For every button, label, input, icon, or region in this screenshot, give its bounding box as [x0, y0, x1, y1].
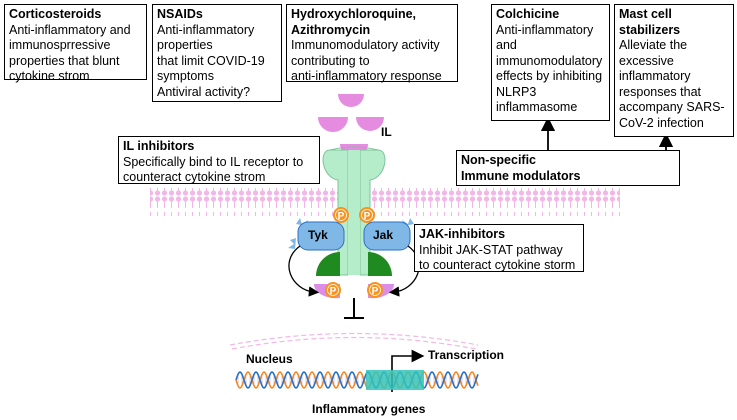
cell-membrane: [150, 188, 620, 216]
colchicine-box: Colchicine Anti-inflammatory and immunom…: [491, 4, 610, 121]
phospho-label: P: [338, 211, 345, 222]
mast-cell-box: Mast cell stabilizers Alleviate the exce…: [614, 4, 734, 137]
tyk-kinase: [288, 218, 345, 251]
phospho-groups: [325, 207, 383, 298]
il-ligands: [318, 94, 384, 158]
jak-label: Jak: [373, 228, 394, 242]
transcription-label: Transcription: [428, 348, 505, 362]
nsaids-title: NSAIDs: [157, 7, 203, 21]
hydroxychloroquine-box: Hydroxychloroquine, Azithromycin Immunom…: [286, 4, 458, 83]
mast-cell-title: Mast cell stabilizers: [619, 7, 681, 37]
corticosteroids-title: Corticosteroids: [9, 7, 102, 21]
jak-inhibitors-title: JAK-inhibitors: [419, 227, 506, 241]
tyk-label: Tyk: [308, 228, 328, 242]
inhibition-bar: [344, 298, 364, 319]
colchicine-title: Colchicine: [496, 7, 560, 21]
phospho-label: P: [364, 211, 371, 222]
corticosteroids-text: Anti-inflammatory and immunosprressive p…: [9, 22, 131, 84]
inflammatory-genes-label: Inflammatory genes: [312, 402, 426, 416]
il-label: IL: [381, 125, 392, 139]
phospho-label: P: [372, 286, 379, 297]
dna-helix: [235, 371, 479, 389]
il-ligand-3: [356, 117, 384, 131]
hydroxychloroquine-text: Immunomodulatory activity contributing t…: [291, 38, 442, 83]
nsaids-box: NSAIDs Anti-inflammatory properties that…: [152, 4, 282, 102]
colchicine-text: Anti-inflammatory and immunomodulatory e…: [496, 22, 603, 115]
corticosteroids-box: Corticosteroids Anti-inflammatory and im…: [4, 4, 147, 83]
il-ligand-2: [318, 117, 348, 132]
il-ligand-1: [338, 94, 364, 107]
nucleus-label: Nucleus: [246, 352, 293, 366]
nsaids-text: Anti-inflammatory properties that limit …: [157, 22, 265, 99]
hydroxychloroquine-title: Hydroxychloroquine, Azithromycin: [291, 7, 417, 37]
dna-strand: [235, 371, 479, 389]
phospho-label: P: [330, 286, 337, 297]
jak-inhibitors-box: JAK-inhibitors Inhibit JAK-STAT pathway …: [414, 224, 584, 272]
non-specific-box: Non-specific Immune modulators: [456, 150, 680, 186]
il-inhibitors-box: IL inhibitors Specifically bind to IL re…: [118, 136, 320, 184]
arrow-jak-to-stat: [388, 245, 420, 297]
arrow-tyk-to-stat: [288, 245, 320, 297]
il-inhibitors-text: Specifically bind to IL receptor to coun…: [123, 154, 304, 185]
non-specific-title: Non-specific Immune modulators: [461, 153, 581, 183]
mast-cell-text: Alleviate the excessive inflammatory res…: [619, 38, 725, 130]
inflammatory-gene: [366, 370, 424, 390]
nuclear-membrane: [229, 332, 479, 346]
il-inhibitors-title: IL inhibitors: [123, 139, 195, 153]
jak-inhibitors-text: Inhibit JAK-STAT pathway to counteract c…: [419, 242, 576, 273]
